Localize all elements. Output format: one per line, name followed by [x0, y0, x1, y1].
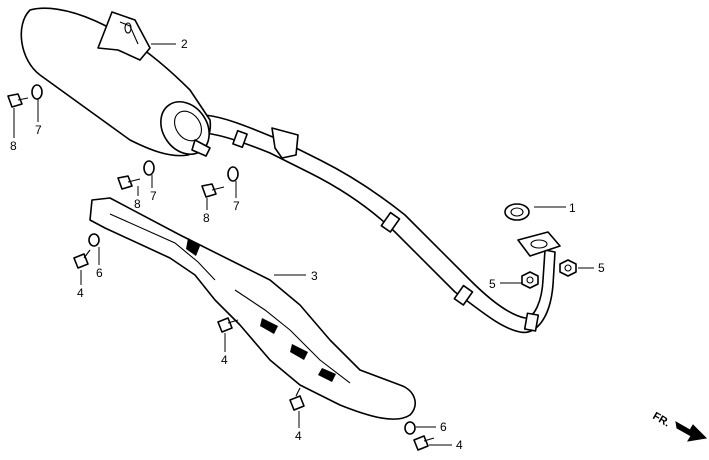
front-arrow-icon — [675, 421, 708, 442]
callout-7c: 7 — [233, 199, 240, 213]
nut-5b — [559, 259, 577, 277]
callout-6b: 6 — [440, 420, 447, 434]
bolt-8b — [117, 175, 141, 190]
heat-shield — [89, 197, 416, 420]
callout-7b: 7 — [150, 189, 157, 203]
bolt-4d — [413, 435, 435, 451]
callout-4d: 4 — [456, 438, 463, 452]
washer-7b — [143, 160, 155, 176]
nut-5a — [521, 271, 539, 289]
callout-8b: 8 — [134, 197, 141, 211]
leader-lines — [13, 43, 594, 446]
front-direction-indicator: FR. — [651, 410, 708, 442]
callout-5b: 5 — [598, 261, 605, 275]
washer-6a — [88, 233, 100, 247]
muffler — [20, 7, 212, 157]
gasket — [504, 203, 530, 221]
front-label: FR. — [651, 410, 672, 429]
callout-4b: 4 — [221, 353, 228, 367]
callout-3: 3 — [311, 269, 318, 283]
washer-6b — [404, 421, 416, 435]
washer-7a — [31, 84, 43, 100]
bolt-8a — [7, 93, 29, 108]
bolt-4c — [289, 387, 305, 411]
callout-4c: 4 — [295, 429, 302, 443]
bolt-8c — [201, 183, 225, 198]
callout-4a: 4 — [77, 286, 84, 300]
washer-7c — [227, 166, 239, 182]
bolt-4a — [73, 249, 91, 269]
callout-8a: 8 — [10, 139, 17, 153]
callout-5a: 5 — [489, 277, 496, 291]
callout-1: 1 — [569, 201, 576, 215]
callout-7a: 7 — [35, 123, 42, 137]
callout-6a: 6 — [96, 266, 103, 280]
bolt-4b — [217, 317, 239, 333]
callout-2: 2 — [181, 37, 188, 51]
callout-8c: 8 — [203, 211, 210, 225]
exhaust-pipe — [202, 114, 561, 334]
